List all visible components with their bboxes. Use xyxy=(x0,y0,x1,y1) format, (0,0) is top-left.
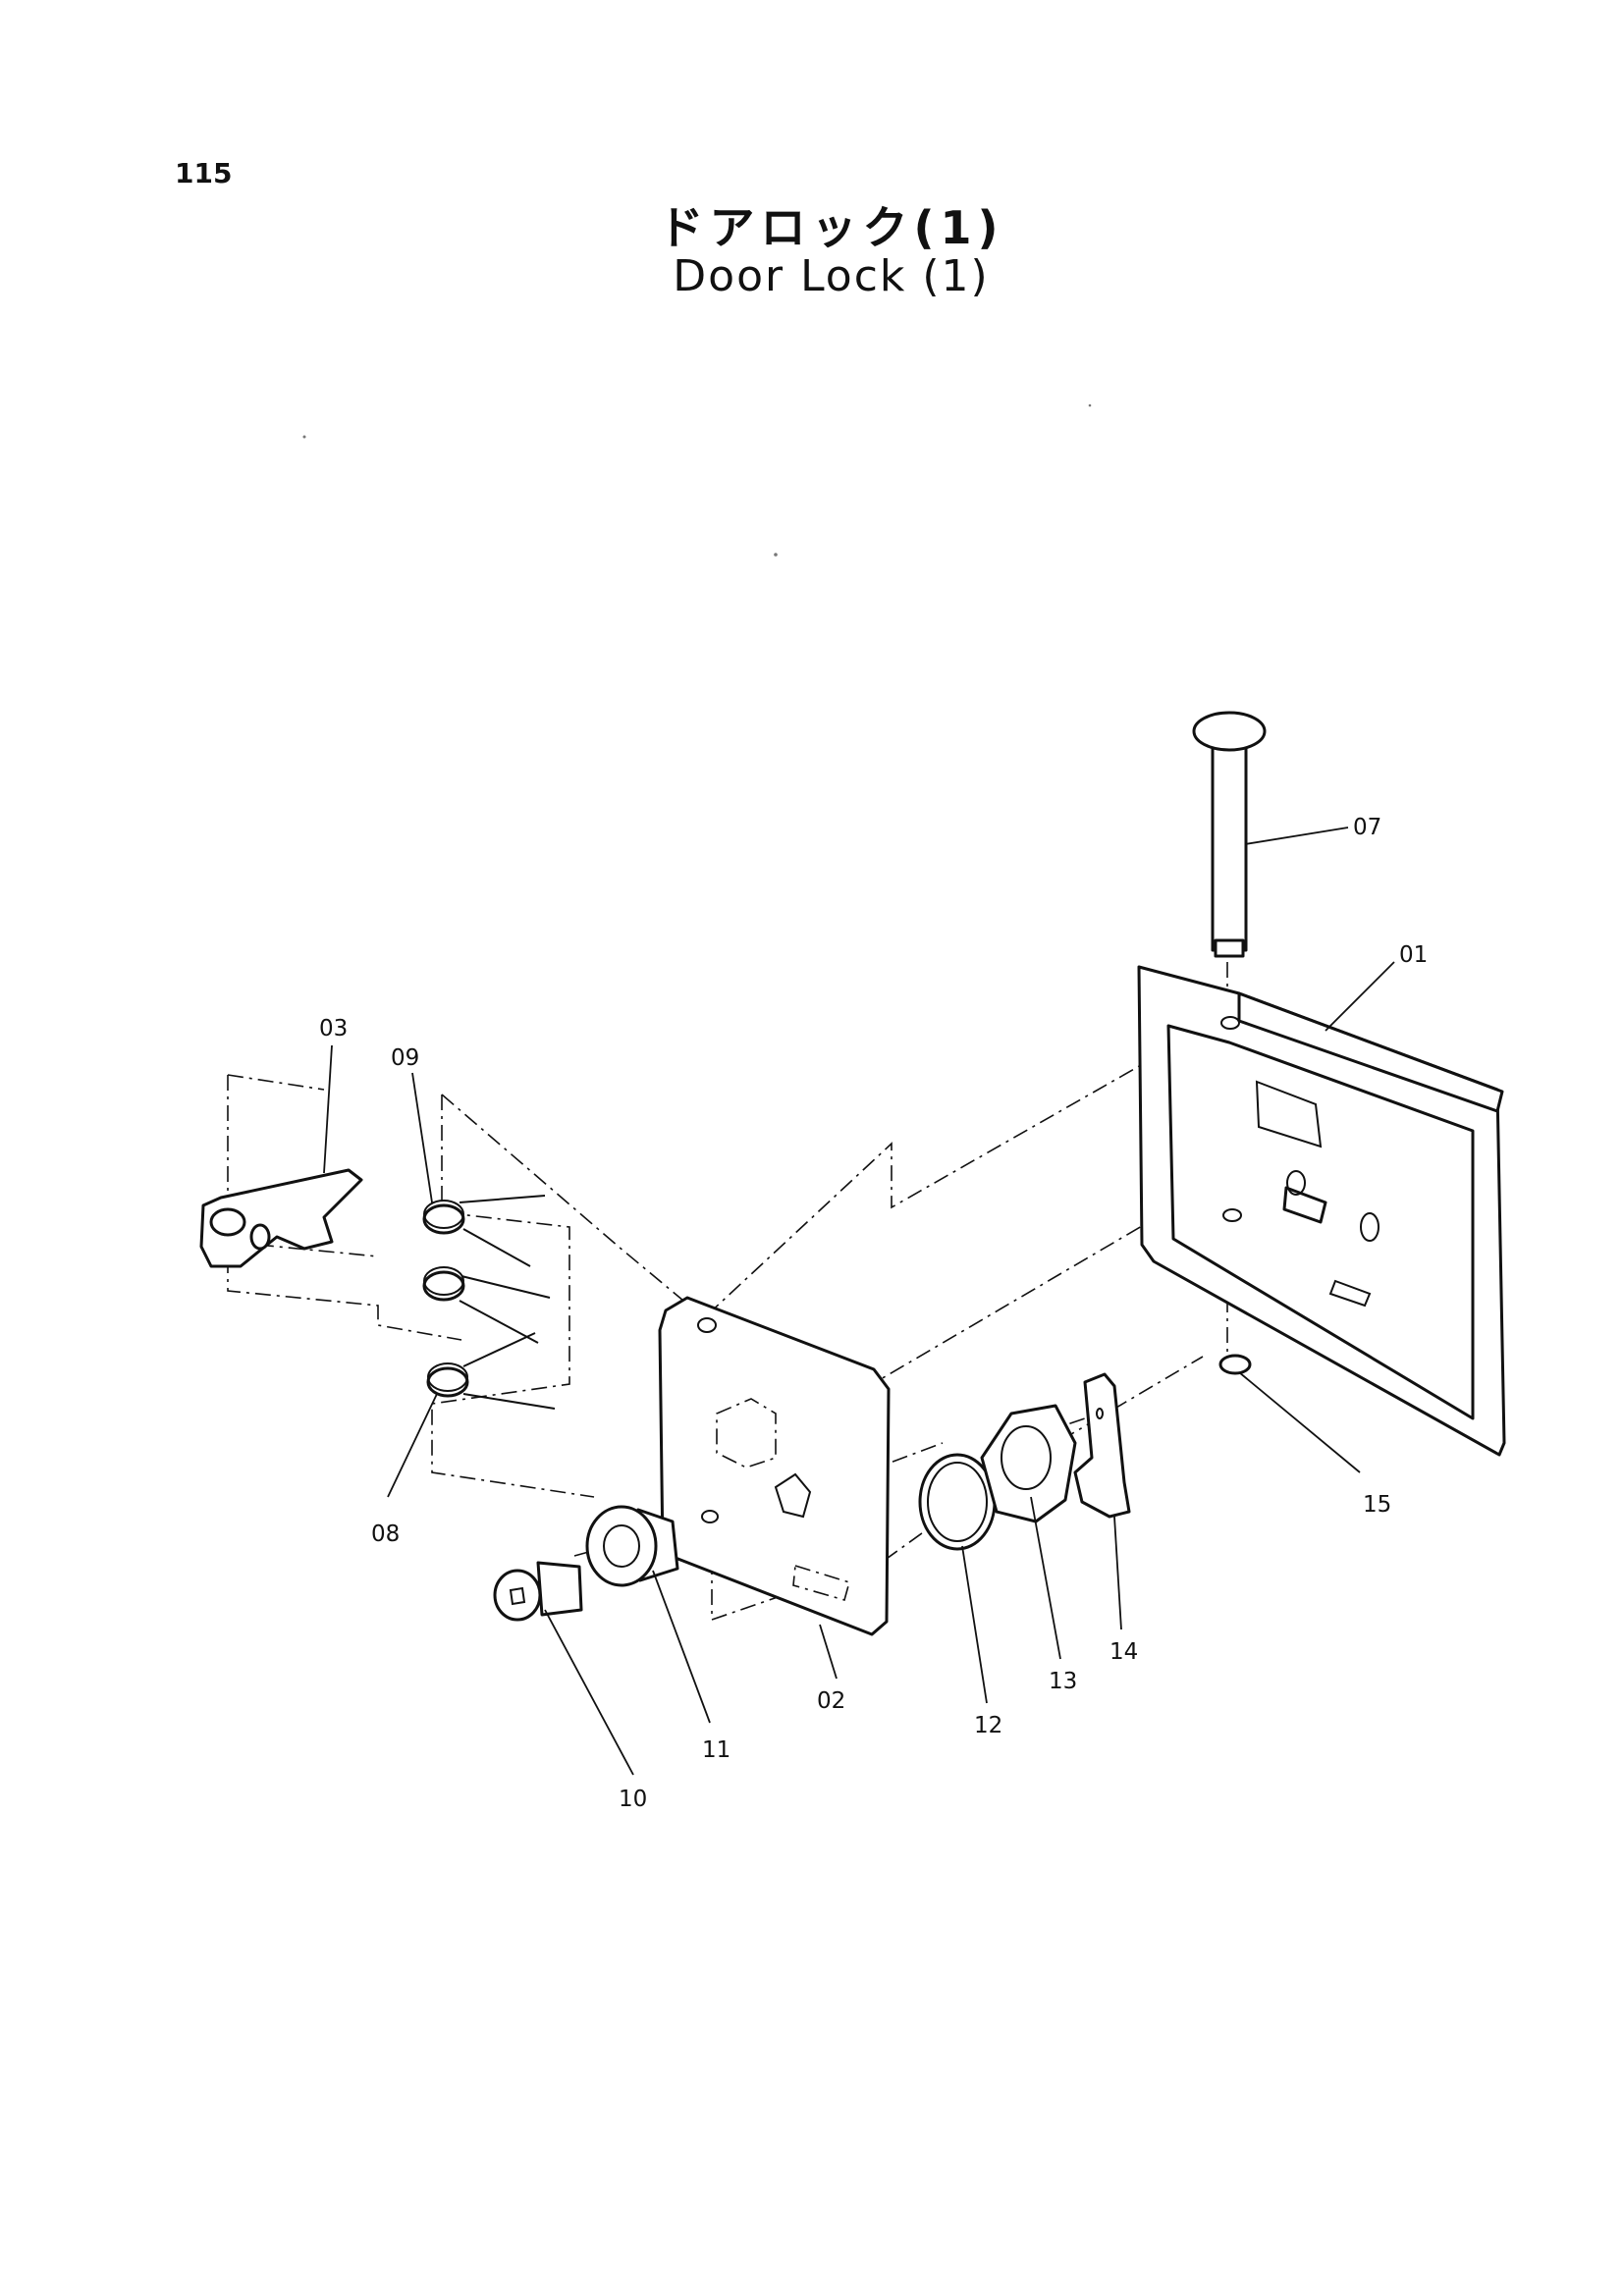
label-14: 14 xyxy=(1109,1639,1138,1665)
label-07: 07 xyxy=(1353,815,1381,840)
part-08-spring xyxy=(426,1332,556,1410)
part-09-spring xyxy=(422,1195,551,1344)
part-07-pin xyxy=(1192,711,1267,958)
part-03-lever xyxy=(199,1168,363,1268)
label-02: 02 xyxy=(817,1688,845,1714)
part-14-latch xyxy=(1073,1372,1131,1519)
part-13-nut xyxy=(980,1404,1077,1523)
part-10-key-cylinder xyxy=(493,1561,583,1622)
scan-dot xyxy=(302,435,306,439)
part-15-e-ring xyxy=(1218,1354,1252,1375)
leader-lines xyxy=(323,827,1395,1776)
label-11: 11 xyxy=(702,1737,730,1763)
part-11-bushing xyxy=(585,1505,679,1587)
label-01: 01 xyxy=(1399,942,1428,968)
label-15: 15 xyxy=(1363,1492,1391,1518)
page-number: 115 xyxy=(175,157,233,189)
label-09: 09 xyxy=(391,1045,419,1071)
scan-dot xyxy=(1088,403,1092,407)
title-english: Door Lock (1) xyxy=(673,251,990,301)
label-08: 08 xyxy=(371,1522,400,1547)
scan-dot xyxy=(774,553,778,557)
label-03: 03 xyxy=(319,1016,348,1041)
part-labels: 07 01 03 09 08 15 02 11 10 12 13 14 xyxy=(319,815,1428,1812)
label-12: 12 xyxy=(974,1713,1002,1738)
label-10: 10 xyxy=(619,1787,647,1812)
part-02-plate xyxy=(658,1296,891,1636)
part-01-lock-case xyxy=(1137,965,1506,1457)
label-13: 13 xyxy=(1049,1669,1077,1694)
title-japanese: ドアロック(1) xyxy=(658,201,1004,254)
